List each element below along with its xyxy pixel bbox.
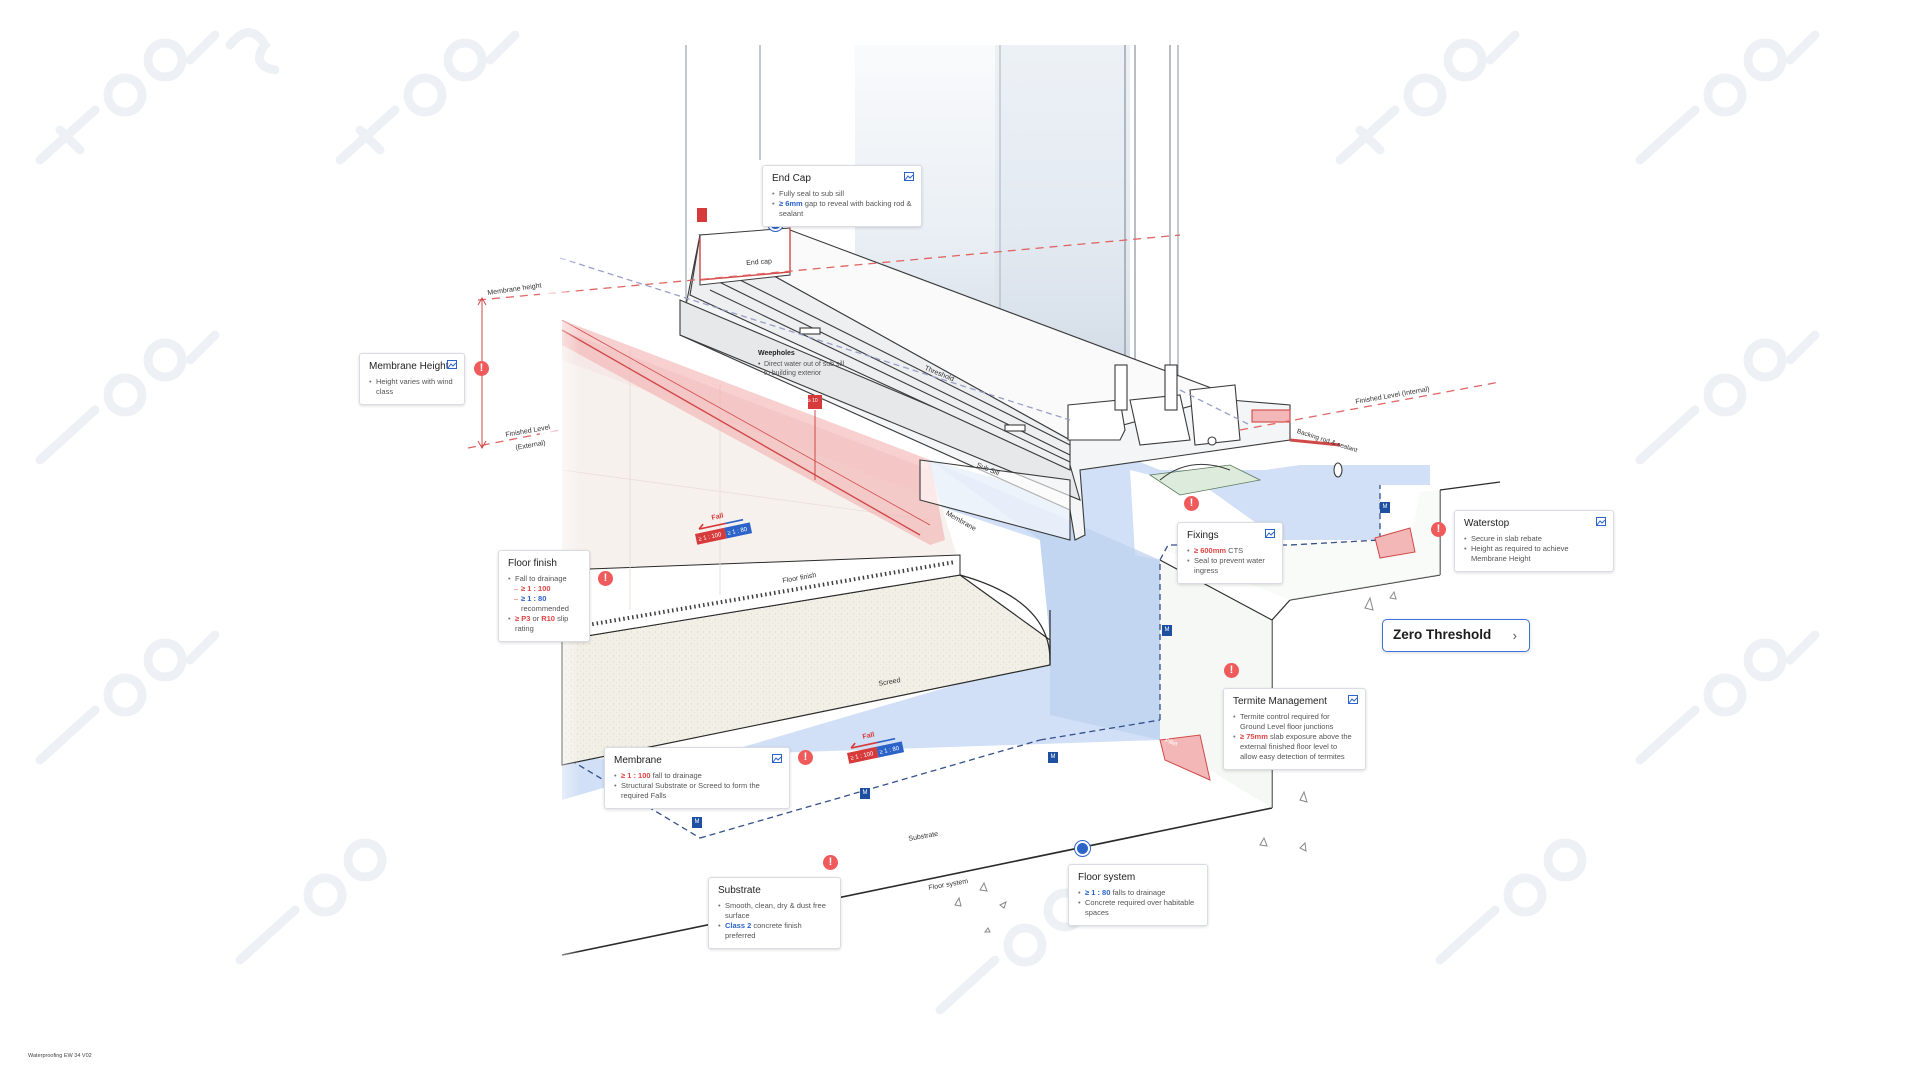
card-bullet: Seal to prevent water ingress [1187,556,1273,576]
warning-icon[interactable]: ! [598,571,613,586]
detail-pin-icon[interactable] [1075,841,1090,856]
card-title: Substrate [718,885,761,896]
card-bullet: Height varies with wind class [369,377,455,397]
card-bullet: Class 2 concrete finish preferred [718,921,831,941]
card-title: Floor finish [508,558,557,569]
termite-management-card[interactable]: Termite Management Termite control requi… [1223,688,1366,770]
info-image-icon [447,360,457,369]
warning-icon[interactable]: ! [474,361,489,376]
aggregate-debris [954,590,1397,933]
warning-icon[interactable]: ! [823,855,838,870]
card-bullet: Smooth, clean, dry & dust free surface [718,901,831,921]
fixings-card[interactable]: Fixings ≥ 600mm CTSSeal to prevent water… [1177,522,1283,584]
info-image-icon [904,172,914,181]
waterstop-strip [561,319,1416,781]
membrane-marker: M [1162,625,1172,636]
membrane-marker: M [692,817,702,828]
info-image-icon [1348,695,1358,704]
floor-finish-card[interactable]: Floor finish Fall to drainage ≥ 1 : 100 … [498,550,590,642]
card-title: Waterstop [1464,518,1510,529]
dim-15-label: ≥ 15 [697,222,707,228]
membrane-marker: M [860,788,870,799]
card-title: Membrane Height [369,361,449,372]
info-image-icon [772,754,782,763]
chevron-right-icon: › [1512,628,1517,643]
threshold-assembly [679,229,1343,541]
zero-threshold-button[interactable]: Zero Threshold › [1382,619,1530,652]
card-title: Termite Management [1233,696,1327,707]
membrane-marker: M [1048,752,1058,763]
warning-icon[interactable]: ! [1224,663,1239,678]
weepholes-note: Weepholes •Direct water out of sub sill … [758,349,850,378]
warning-icon[interactable]: ! [798,750,813,765]
membrane-marker: M [1380,502,1390,513]
card-bullet: Termite control required for Ground Leve… [1233,712,1356,732]
info-image-icon [1596,517,1606,526]
card-bullet: Fully seal to sub sill [772,189,912,199]
warning-icon[interactable]: ! [1431,522,1446,537]
card-bullet: ≥ P3 or R10 slip rating [508,614,580,634]
warning-icon[interactable]: ! [1184,496,1199,511]
note-title: Weepholes [758,350,795,357]
fall-indicator-upper [695,518,753,545]
card-bullet: ≥ 1 : 80 falls to drainage [1078,888,1198,898]
dim-10-label: ≥ 10 [808,398,818,404]
card-title: Floor system [1078,872,1136,883]
end-cap-card[interactable]: End Cap Fully seal to sub sill≥ 6mm gap … [762,165,922,227]
membrane-card[interactable]: Membrane ≥ 1 : 100 fall to drainageStruc… [604,747,790,809]
card-title: Membrane [614,755,662,766]
membrane-height-card[interactable]: Membrane Height Height varies with wind … [359,353,465,405]
card-sub-bullet: ≥ 1 : 100 [514,584,580,594]
card-bullet: Fall to drainage [508,574,580,584]
card-bullet: ≥ 6mm gap to reveal with backing rod & s… [772,199,912,219]
card-bullet: ≥ 600mm CTS [1187,546,1273,556]
card-title: Fixings [1187,530,1219,541]
card-title: End Cap [772,173,811,184]
info-image-icon [1265,529,1275,538]
end-cap [697,208,822,480]
substrate-card[interactable]: Substrate Smooth, clean, dry & dust free… [708,877,841,949]
card-bullet: ≥ 1 : 100 fall to drainage [614,771,780,781]
card-sub-bullet: ≥ 1 : 80 recommended [514,594,580,614]
card-bullet: Height as required to achieve Membrane H… [1464,544,1604,564]
footer-reference: Waterproofing EW 34 V02 [28,1053,92,1059]
card-bullet: Secure in slab rebate [1464,534,1604,544]
card-bullet: Structural Substrate or Screed to form t… [614,781,780,801]
watermark [35,28,1820,1015]
floor-system-card[interactable]: Floor system ≥ 1 : 80 falls to drainageC… [1068,864,1208,926]
zero-threshold-button-label: Zero Threshold [1393,627,1492,642]
card-bullet: Concrete required over habitable spaces [1078,898,1198,918]
fall-indicator-lower [847,737,905,764]
card-bullet: ≥ 75mm slab exposure above the external … [1233,732,1356,762]
waterstop-card[interactable]: Waterstop Secure in slab rebateHeight as… [1454,510,1614,572]
note-bullet: •Direct water out of sub sill to buildin… [758,361,845,377]
datum-lines [467,234,1501,450]
